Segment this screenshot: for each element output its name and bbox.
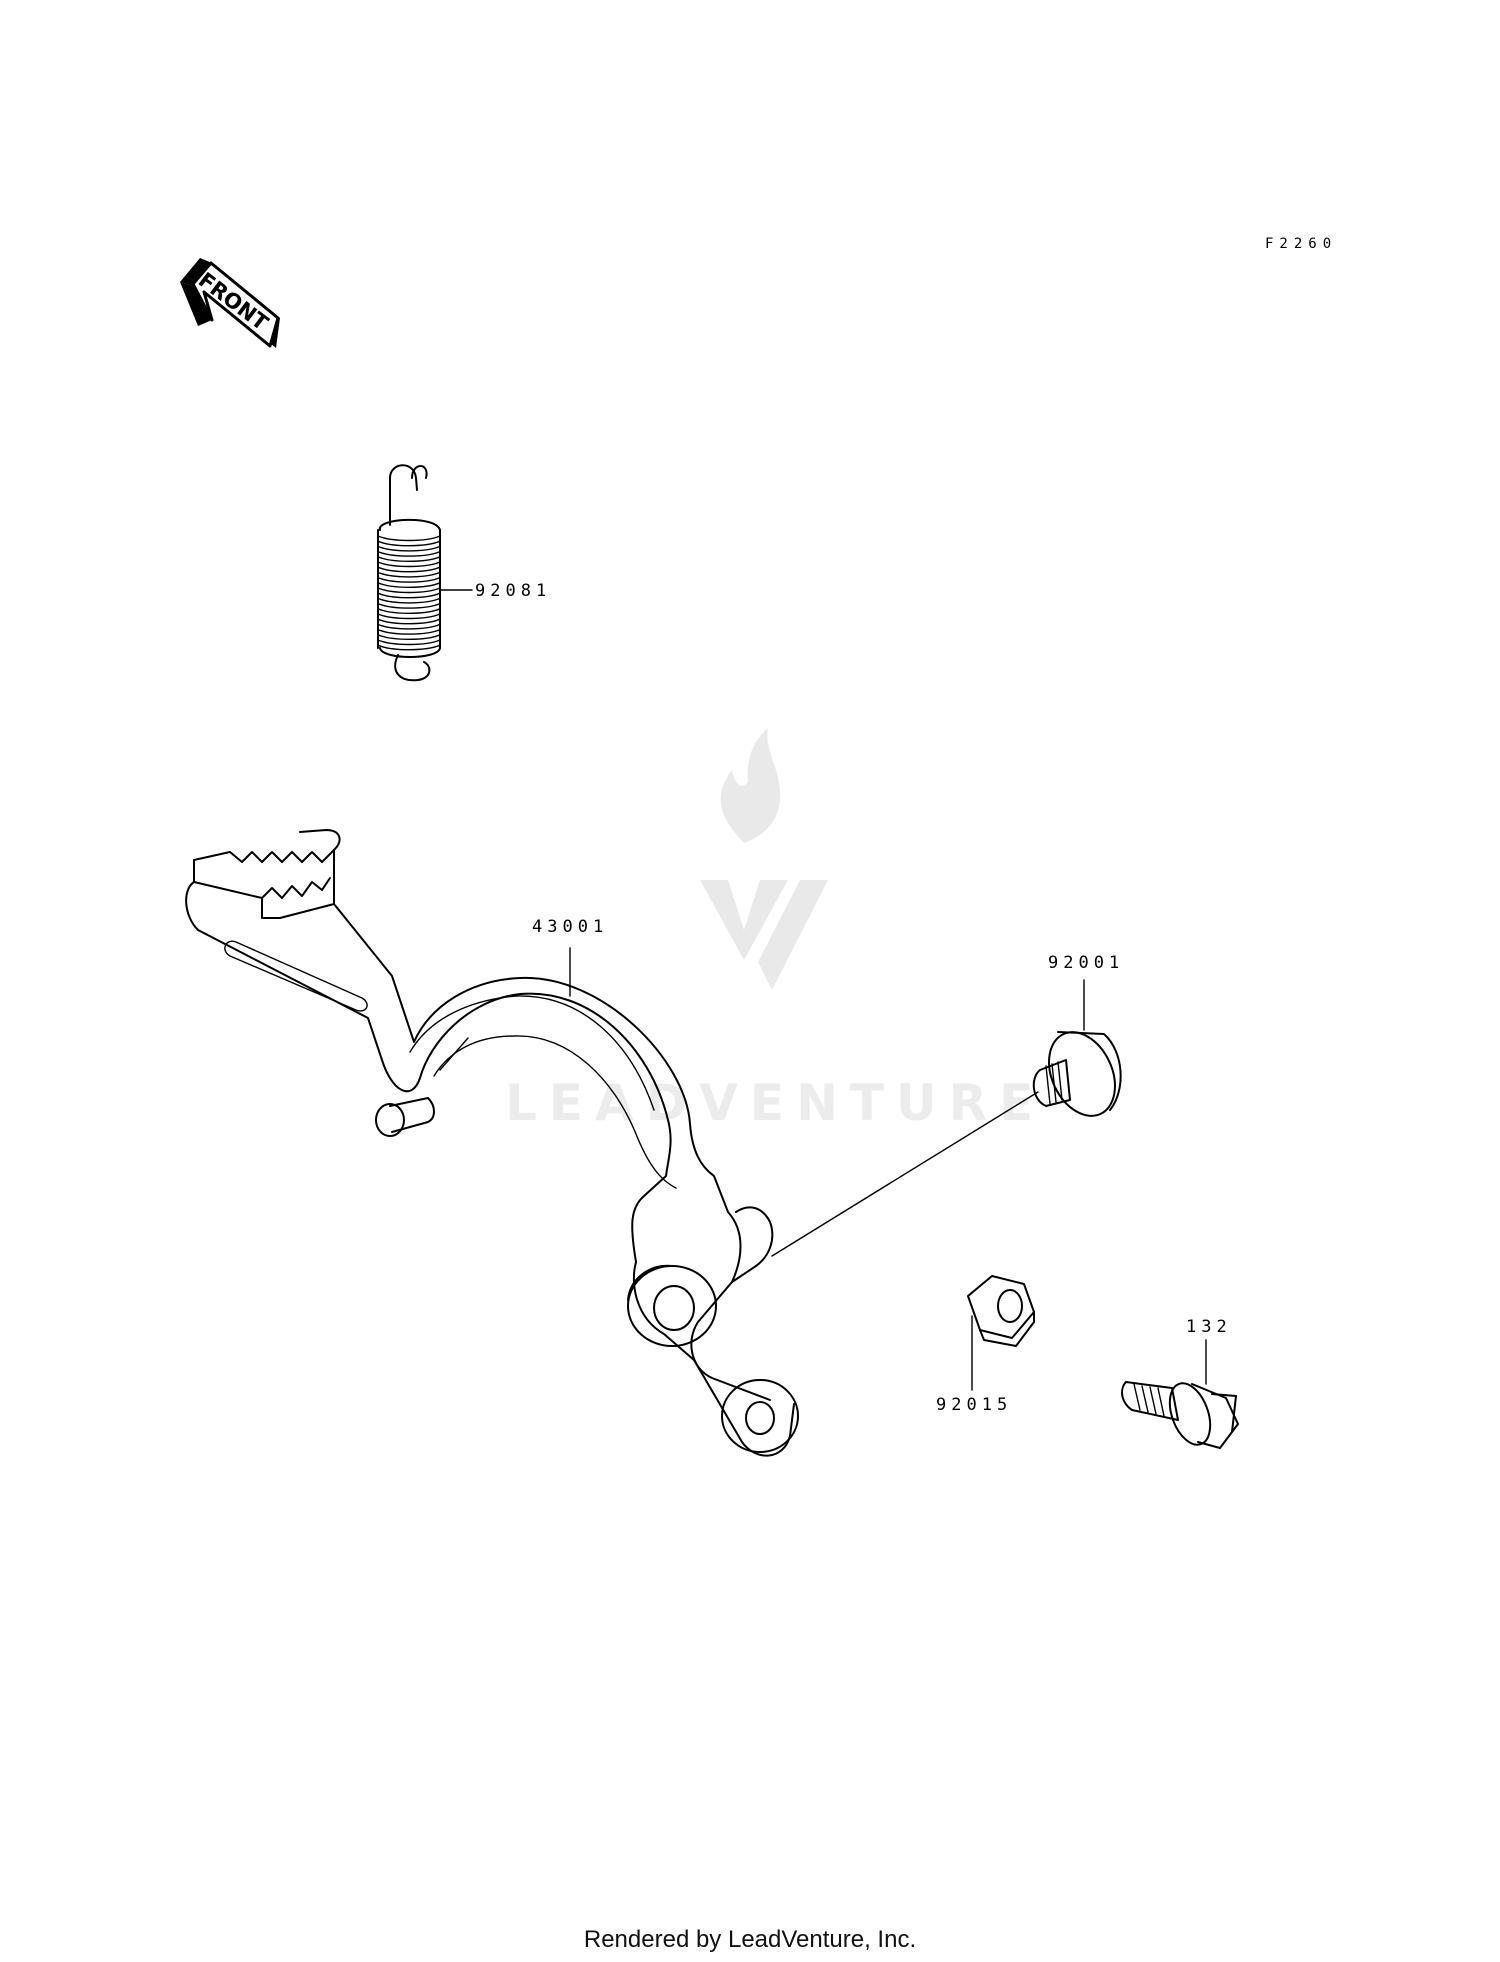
part-label-92015: 92015 <box>936 1395 1012 1415</box>
spring-coil <box>377 566 441 573</box>
watermark-text: LEADVENTURE <box>505 1074 1045 1132</box>
front-arrow-icon: FRONT <box>180 258 280 348</box>
part-label-92081: 92081 <box>475 581 551 601</box>
flange-bolt-132: 132 <box>1121 1317 1239 1449</box>
spring-coil <box>377 644 441 651</box>
spring-coil <box>377 540 441 547</box>
brake-pedal-43001: 43001 <box>185 829 799 1457</box>
spring-coil <box>377 634 441 640</box>
spring-coil <box>377 571 441 578</box>
spring-92081: 92081 <box>377 464 551 682</box>
spring-coil <box>377 582 441 588</box>
bolt-92001: 92001 <box>1032 953 1124 1117</box>
spring-coil <box>377 597 441 604</box>
spring-coil <box>377 628 441 635</box>
leadventure-watermark: LEADVENTURE <box>505 728 1045 1132</box>
part-label-43001: 43001 <box>532 917 608 937</box>
spring-coil <box>377 587 441 594</box>
spring-coil <box>377 602 441 609</box>
spring-coil <box>377 556 441 562</box>
spring-coil <box>377 545 441 552</box>
spring-coil <box>377 623 441 630</box>
spring-coil <box>377 592 441 599</box>
spring-coil <box>377 608 441 614</box>
assembly-line <box>771 1091 1039 1257</box>
spring-coil <box>377 550 441 557</box>
render-credit: Rendered by LeadVenture, Inc. <box>583 1926 917 1953</box>
part-label-92001: 92001 <box>1048 953 1124 973</box>
spring-coil <box>377 613 441 620</box>
spring-coil <box>377 639 441 646</box>
spring-coil <box>377 535 441 542</box>
spring-coil <box>377 618 441 625</box>
nut-92015: 92015 <box>936 1275 1035 1415</box>
diagram-code: F2260 <box>1265 236 1337 252</box>
spring-coil <box>377 561 441 568</box>
spring-coil <box>377 576 441 583</box>
part-label-132: 132 <box>1186 1317 1232 1337</box>
